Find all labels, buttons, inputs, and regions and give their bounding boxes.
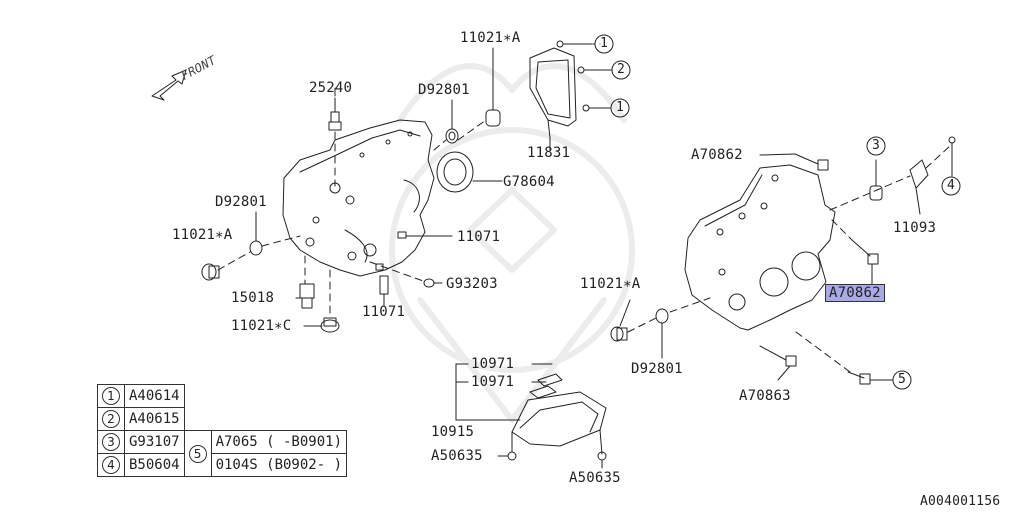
legend-number: 3	[102, 433, 120, 451]
left-timing-case	[282, 119, 435, 277]
legend-row: 4 B50604 0104S (B0902- )	[97, 453, 348, 477]
legend-code: A40615	[124, 407, 185, 431]
right-timing-case	[684, 164, 836, 331]
legend-num-cell: 3	[97, 430, 125, 454]
sensor-25240	[328, 97, 342, 131]
washer-top	[445, 128, 459, 144]
legend-num-cell: 1	[97, 384, 125, 408]
label-11021A-top: 11021∗A	[460, 30, 521, 46]
label-11021A-left: 11021∗A	[172, 227, 233, 243]
bolt-right	[851, 239, 879, 287]
label-D92801-right: D92801	[631, 361, 683, 377]
legend-code: B50604	[124, 453, 185, 477]
callout-1-top: 1	[600, 36, 608, 51]
oil-baffle-10915	[507, 373, 607, 461]
plug-top	[485, 47, 501, 127]
label-11071-a: 11071	[457, 229, 501, 245]
bolt-a70863	[759, 345, 797, 381]
plug-right	[610, 308, 669, 359]
label-G78604: G78604	[503, 174, 555, 190]
label-10971-b: 10971	[471, 374, 515, 390]
label-A70863: A70863	[739, 388, 791, 404]
legend-row: 3 G93107 5 A7065 ( -B0901)	[97, 430, 348, 477]
label-25240: 25240	[309, 80, 353, 96]
label-15018: 15018	[231, 290, 275, 306]
legend-number: 1	[102, 387, 120, 405]
diagram-reference-code: A004001156	[920, 494, 1001, 509]
legend-table: 1 A40614 2 A40615 3 G93107 5 A7065 ( -B0…	[97, 384, 348, 477]
legend-number-5: 5	[188, 444, 207, 463]
label-11021A-right: 11021∗A	[580, 276, 641, 292]
cover-11831	[529, 40, 608, 147]
front-arrow	[151, 69, 187, 101]
seal-11093	[909, 136, 956, 215]
callout-5: 5	[898, 372, 906, 387]
legend-item5-line1: A7065 ( -B0901)	[210, 430, 348, 454]
legend-item5-line2: 0104S (B0902- )	[210, 453, 348, 477]
spacer-3	[869, 159, 883, 201]
label-11021C: 11021∗C	[231, 318, 292, 334]
label-A70862-top: A70862	[691, 147, 743, 163]
legend-row: 2 A40615	[97, 407, 347, 431]
legend-num-cell-5: 5	[183, 430, 212, 477]
callout-2: 2	[617, 62, 625, 77]
legend-num-cell: 2	[97, 407, 125, 431]
dowel-pins	[375, 231, 435, 295]
label-D92801-left: D92801	[215, 194, 267, 210]
leader-lines	[255, 43, 873, 469]
legend-code: G93107	[124, 430, 185, 454]
legend-number: 4	[102, 456, 120, 474]
legend-row: 1 A40614	[97, 384, 347, 408]
label-10971-a: 10971	[471, 356, 515, 372]
label-11093: 11093	[893, 220, 937, 236]
oil-seal	[436, 151, 499, 193]
fitting-15018	[299, 283, 315, 309]
callout-4: 4	[947, 178, 955, 193]
bolt-5	[847, 371, 891, 385]
watermark-emblem	[389, 63, 635, 423]
legend-number: 2	[102, 410, 120, 428]
legend-code: A40614	[124, 384, 185, 408]
label-A50635-right: A50635	[569, 470, 621, 486]
bolt-top	[794, 153, 829, 171]
callout-1-mid: 1	[616, 100, 624, 115]
label-D92801-top: D92801	[418, 82, 470, 98]
callout-3: 3	[872, 138, 880, 153]
label-11071-b: 11071	[362, 304, 406, 320]
explode-lines	[217, 119, 951, 373]
label-A50635-left: A50635	[431, 448, 483, 464]
plug-bottom	[320, 317, 340, 333]
plug-left	[201, 240, 263, 281]
label-11831: 11831	[527, 145, 571, 161]
legend-num-cell: 4	[97, 453, 125, 477]
label-A70862-highlighted[interactable]: A70862	[825, 284, 885, 302]
label-G93203: G93203	[446, 276, 498, 292]
callout-circles	[592, 34, 961, 390]
label-10915: 10915	[431, 424, 475, 440]
